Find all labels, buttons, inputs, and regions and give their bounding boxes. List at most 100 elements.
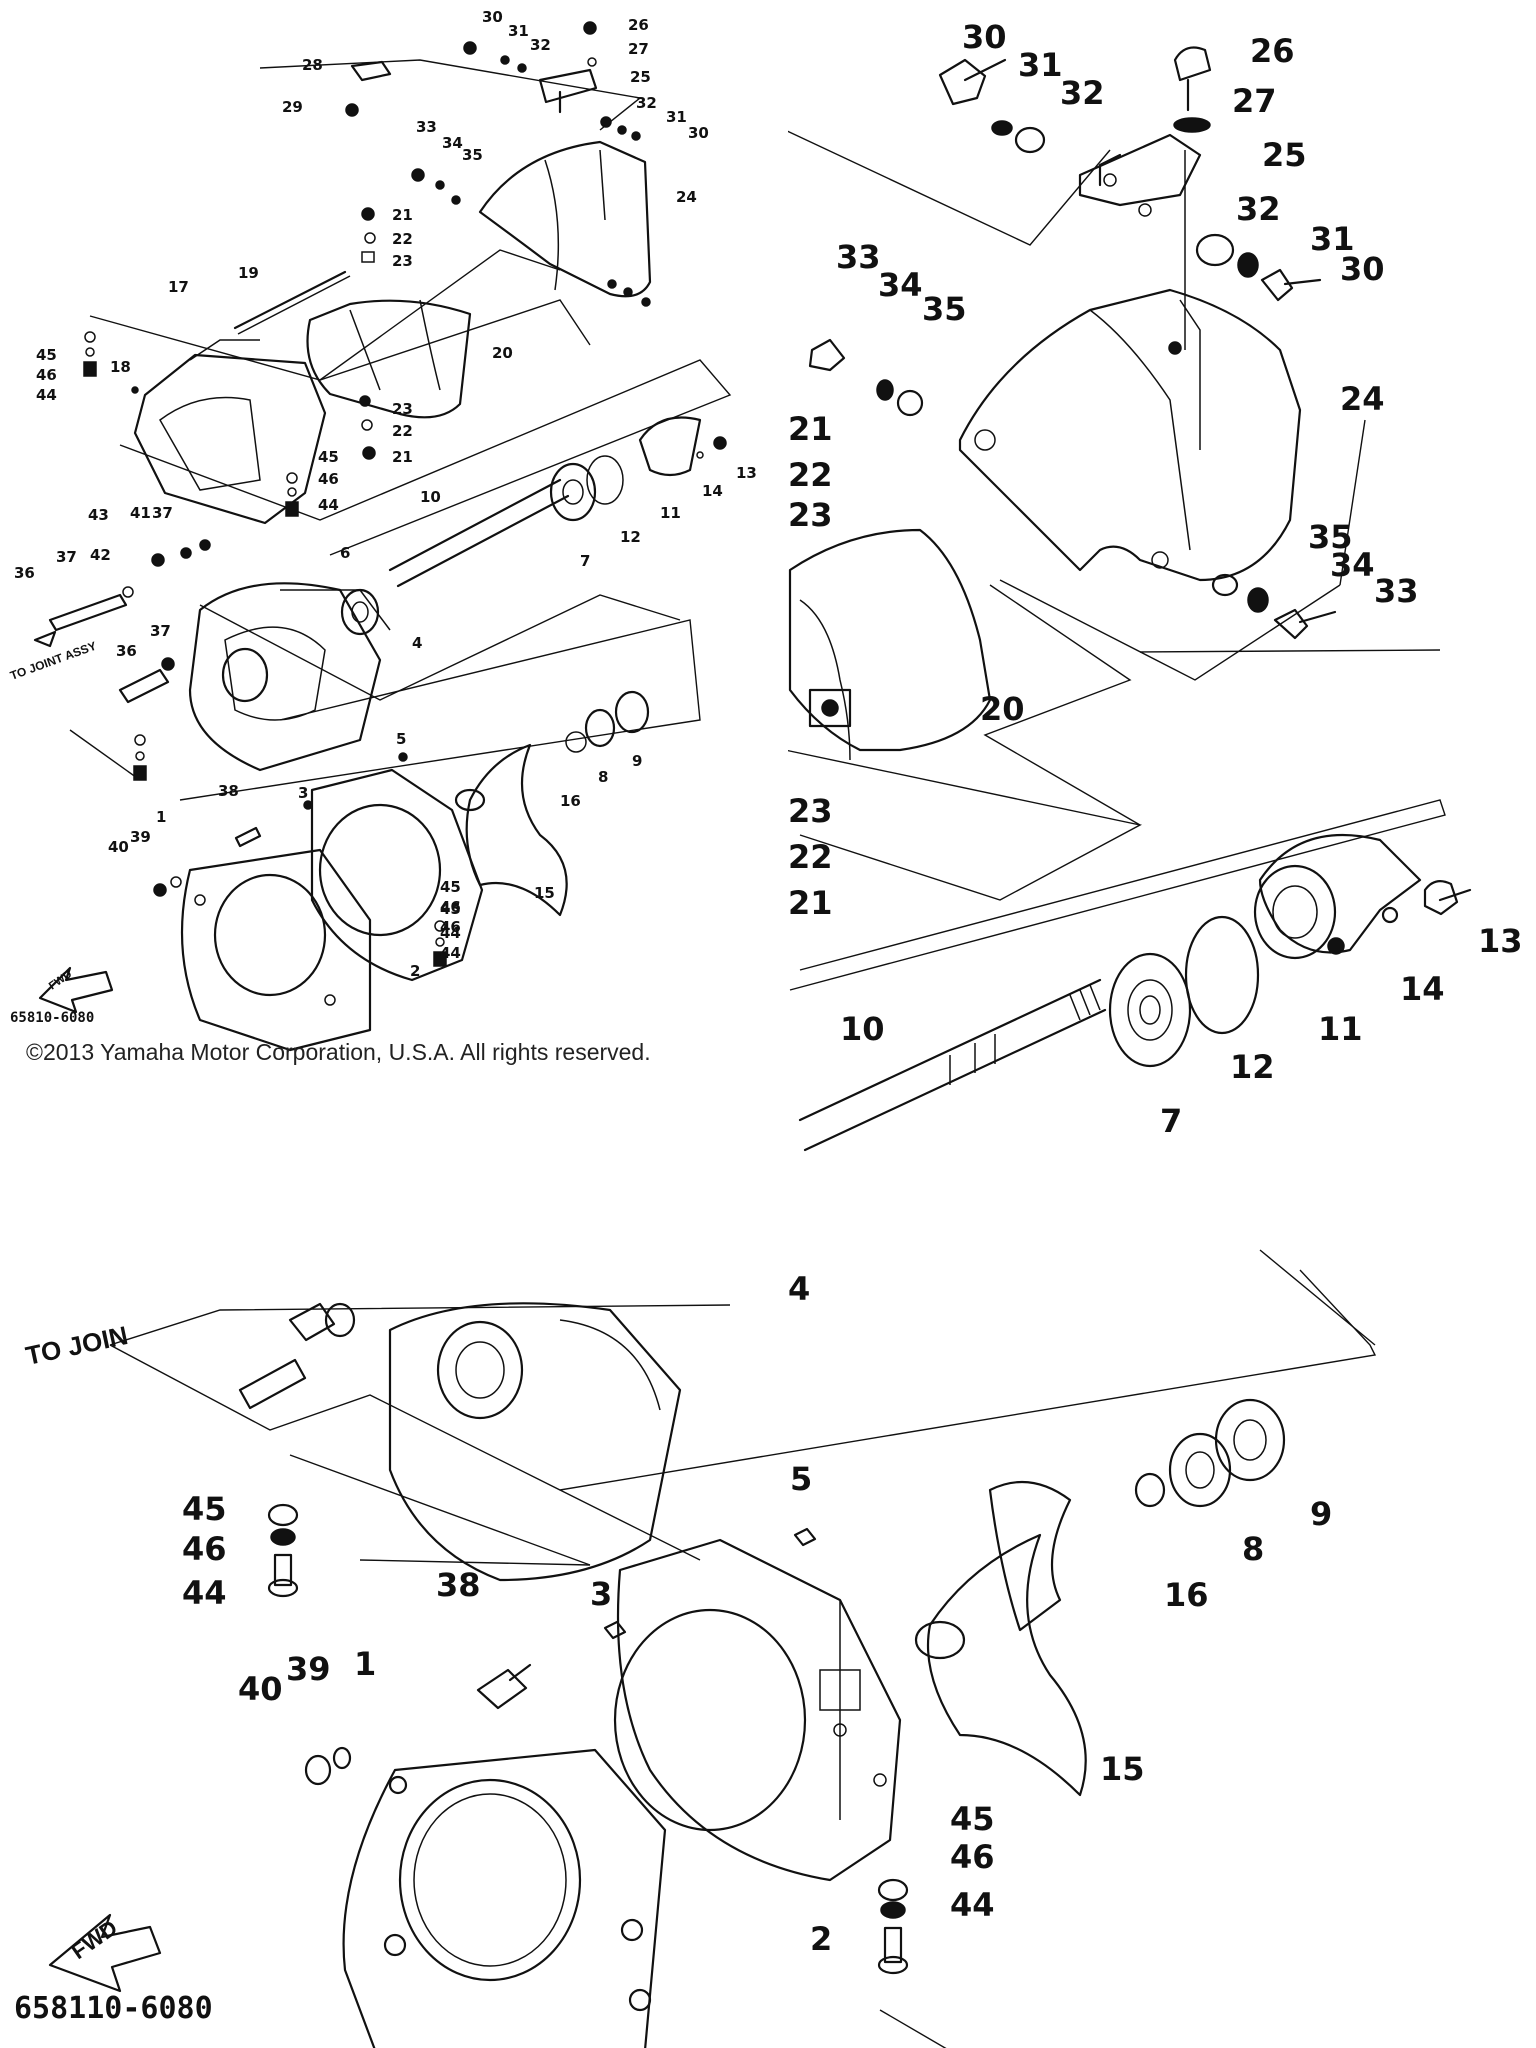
joint-note: TO JOINT ASSY (8, 639, 98, 683)
callout-44: 44 (182, 1574, 227, 1612)
fwd-label-large: FWD (67, 1915, 122, 1964)
callout-23: 23 (392, 400, 413, 418)
callout-30: 30 (688, 124, 709, 142)
callout-14: 14 (702, 482, 723, 500)
callout-9: 9 (632, 752, 642, 770)
callout-39: 39 (286, 1650, 331, 1688)
fwd-arrow-large-icon: FWD (48, 1913, 162, 1993)
callout-5: 5 (790, 1460, 812, 1498)
callout-34: 34 (878, 266, 923, 304)
callout-45: 45 (440, 900, 461, 918)
callout-28: 28 (302, 56, 323, 74)
callout-46: 46 (440, 898, 461, 916)
callout-11: 11 (1318, 1010, 1363, 1048)
callout-15: 15 (1100, 1750, 1145, 1788)
callout-44: 44 (440, 924, 461, 942)
callout-33: 33 (836, 238, 881, 276)
copyright-text: ©2013 Yamaha Motor Corporation, U.S.A. A… (26, 1039, 651, 1065)
callout-46: 46 (318, 470, 339, 488)
callout-8: 8 (1242, 1530, 1264, 1568)
callout-45: 45 (318, 448, 339, 466)
callout-26: 26 (628, 16, 649, 34)
callout-34: 34 (1330, 546, 1375, 584)
callout-22: 22 (392, 230, 413, 248)
callout-2: 2 (810, 1920, 832, 1958)
upper-detail-callout-labels: 3031322627253231303334352421222335343320… (788, 18, 1523, 1140)
callout-44: 44 (36, 386, 57, 404)
callout-40: 40 (238, 1670, 283, 1708)
diagram-code-small: 65810-6080 (10, 1010, 94, 1026)
callout-18: 18 (110, 358, 131, 376)
callout-4: 4 (788, 1270, 810, 1308)
callout-1: 1 (156, 808, 166, 826)
callout-27: 27 (628, 40, 649, 58)
callout-40: 40 (108, 838, 129, 856)
callout-21: 21 (392, 448, 413, 466)
panel-divider (770, 0, 788, 1220)
callout-23: 23 (788, 496, 833, 534)
callout-20: 20 (980, 690, 1025, 728)
callout-3: 3 (298, 784, 308, 802)
callout-44: 44 (440, 944, 461, 962)
callout-1: 1 (354, 1645, 376, 1683)
callout-35: 35 (1308, 518, 1353, 556)
callout-41: 41 (130, 504, 151, 522)
callout-7: 7 (1160, 1102, 1182, 1140)
callout-36: 36 (116, 642, 137, 660)
overview-panel: FWD 65810-6080 TO JOINT ASSY ©2013 Yamah… (8, 8, 757, 1065)
callout-30: 30 (1340, 250, 1385, 288)
callout-26: 26 (1250, 32, 1295, 70)
callout-44: 44 (318, 496, 339, 514)
callout-39: 39 (130, 828, 151, 846)
callout-45: 45 (36, 346, 57, 364)
callout-45: 45 (440, 878, 461, 896)
fwd-arrow-icon: FWD (38, 966, 114, 1014)
callout-37: 37 (150, 622, 171, 640)
callout-43: 43 (88, 506, 109, 524)
callout-23: 23 (392, 252, 413, 270)
callout-16: 16 (1164, 1576, 1209, 1614)
callout-32: 32 (636, 94, 657, 112)
callout-46: 46 (36, 366, 57, 384)
callout-32: 32 (1060, 74, 1105, 112)
callout-3: 3 (590, 1575, 612, 1613)
callout-25: 25 (1262, 136, 1307, 174)
callout-45: 45 (182, 1490, 227, 1528)
callout-7: 7 (580, 552, 590, 570)
callout-32: 32 (1236, 190, 1281, 228)
callout-22: 22 (392, 422, 413, 440)
callout-31: 31 (508, 22, 529, 40)
upper-detail-panel: 3031322627253231303334352421222335343320… (784, 18, 1523, 1152)
callout-35: 35 (462, 146, 483, 164)
callout-10: 10 (840, 1010, 885, 1048)
callout-45: 45 (950, 1800, 995, 1838)
callout-4: 4 (412, 634, 422, 652)
callout-21: 21 (788, 410, 833, 448)
callout-31: 31 (1310, 220, 1355, 258)
callout-27: 27 (1232, 82, 1277, 120)
callout-20: 20 (492, 344, 513, 362)
callout-30: 30 (482, 8, 503, 26)
callout-23: 23 (788, 792, 833, 830)
callout-9: 9 (1310, 1495, 1332, 1533)
callout-37: 37 (56, 548, 77, 566)
callout-38: 38 (436, 1566, 481, 1604)
callout-19: 19 (238, 264, 259, 282)
callout-42: 42 (90, 546, 111, 564)
callout-35: 35 (922, 290, 967, 328)
callout-46: 46 (182, 1530, 227, 1568)
callout-13: 13 (736, 464, 757, 482)
callout-5: 5 (396, 730, 406, 748)
callout-21: 21 (392, 206, 413, 224)
callout-12: 12 (620, 528, 641, 546)
callout-17: 17 (168, 278, 189, 296)
callout-22: 22 (788, 838, 833, 876)
callout-2: 2 (410, 962, 420, 980)
callout-29: 29 (282, 98, 303, 116)
callout-12: 12 (1230, 1048, 1275, 1086)
callout-46: 46 (440, 918, 461, 936)
callout-31: 31 (1018, 46, 1063, 84)
